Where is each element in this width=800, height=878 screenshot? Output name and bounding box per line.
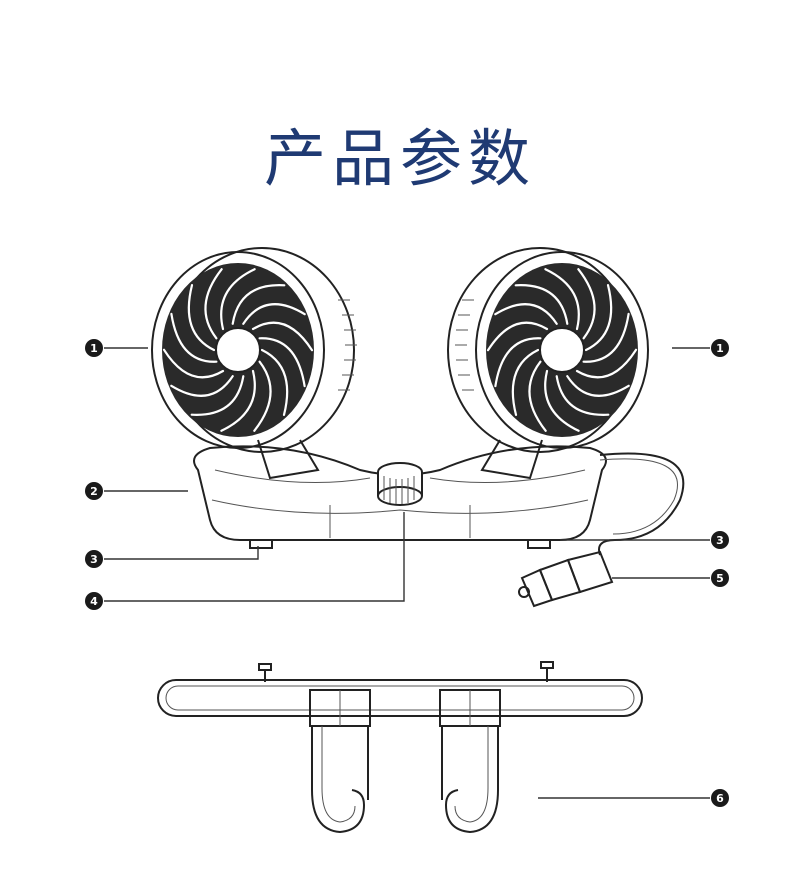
- car-charger-plug: [518, 550, 614, 608]
- callout-badge-5: 5: [711, 569, 729, 587]
- fan-blade: [566, 375, 630, 397]
- fan-blade: [511, 348, 540, 416]
- fan-blade: [514, 284, 569, 325]
- callout-number: 2: [90, 485, 98, 498]
- fan-necks: [257, 439, 543, 480]
- fan-blade: [577, 268, 596, 340]
- callout-number: 1: [90, 342, 98, 355]
- callout-number: 6: [716, 792, 724, 805]
- fan-blade: [555, 375, 610, 416]
- fan-blade: [584, 284, 613, 352]
- callout-badge-1-right: 1: [711, 339, 729, 357]
- fan-blade: [162, 348, 225, 379]
- fan-blade: [220, 268, 256, 331]
- right-fan-head: [447, 247, 649, 453]
- fan-blade: [544, 369, 580, 432]
- fan-blade: [170, 375, 234, 397]
- fan-blade: [258, 337, 306, 388]
- callout-number: 3: [716, 534, 724, 547]
- callout-leaders: [104, 347, 710, 799]
- fan-blade: [251, 321, 314, 352]
- callout-badge-3-left: 3: [85, 550, 103, 568]
- fan-blade: [220, 369, 256, 432]
- fan-blade: [260, 348, 289, 416]
- fan-blade: [190, 375, 245, 416]
- fan-blade: [187, 284, 216, 352]
- fan-blade: [204, 268, 223, 340]
- fan-blade: [494, 337, 542, 388]
- callout-number: 5: [716, 572, 724, 585]
- fan-blade: [253, 360, 272, 432]
- fan-blade: [170, 312, 218, 363]
- callout-number: 3: [90, 553, 98, 566]
- callout-badge-4: 4: [85, 592, 103, 610]
- fan-blade: [575, 348, 638, 379]
- fan-blade: [242, 303, 306, 325]
- fan-blade: [528, 360, 547, 432]
- fan-blade: [544, 268, 580, 331]
- callout-number: 1: [716, 342, 724, 355]
- headrest-hanger: [157, 661, 643, 834]
- page-title: 产品参数: [263, 122, 536, 195]
- callout-badge-3-right: 3: [711, 531, 729, 549]
- power-cable: [598, 452, 685, 556]
- callout-badge-6: 6: [711, 789, 729, 807]
- fan-blade: [231, 284, 286, 325]
- callout-badge-2: 2: [85, 482, 103, 500]
- callout-badge-1-left: 1: [85, 339, 103, 357]
- fan-blade: [486, 321, 549, 352]
- callout-number: 4: [90, 595, 98, 608]
- fan-blade: [582, 312, 630, 363]
- fan-blade: [494, 303, 558, 325]
- fan-base: [193, 445, 607, 549]
- left-fan-head: [151, 247, 357, 453]
